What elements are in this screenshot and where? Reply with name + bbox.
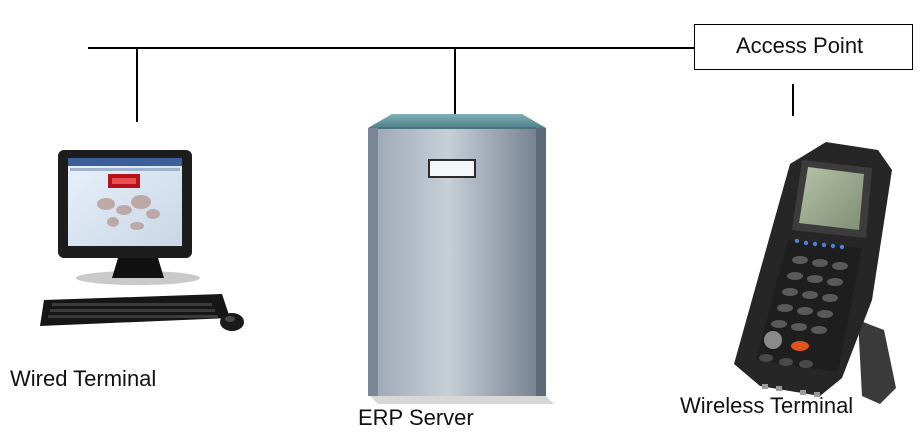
desktop-computer-icon [40,150,244,331]
access-point-label: Access Point [736,33,864,58]
handheld-scanner-icon [734,142,896,404]
wired-terminal-label: Wired Terminal [10,366,157,391]
wireless-terminal-label: Wireless Terminal [680,393,854,418]
access-point-box [694,24,913,70]
network-links [88,47,794,122]
server-tower-icon [368,114,554,404]
erp-server-label: ERP Server [358,405,474,430]
